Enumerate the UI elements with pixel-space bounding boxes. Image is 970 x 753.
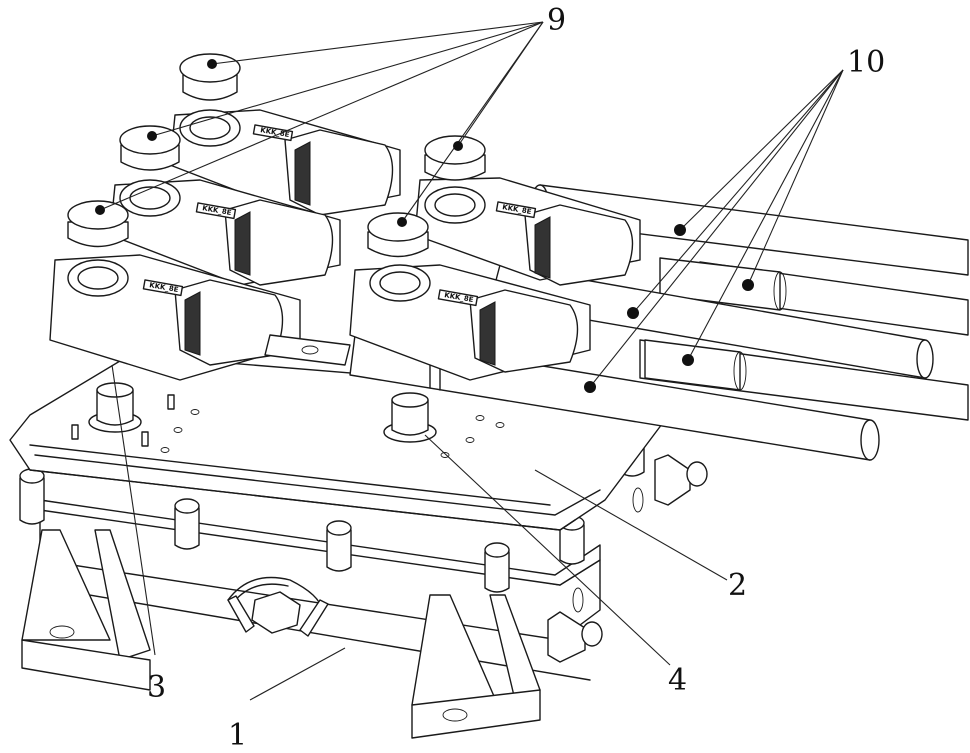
- label-10: 10: [847, 45, 885, 80]
- label-3: 3: [147, 670, 166, 705]
- port-cap: [368, 213, 430, 301]
- label-9: 9: [547, 3, 566, 38]
- port-cap: [68, 201, 128, 296]
- label-2: 2: [728, 568, 747, 603]
- label-4: 4: [668, 663, 687, 698]
- label-1: 1: [228, 718, 247, 753]
